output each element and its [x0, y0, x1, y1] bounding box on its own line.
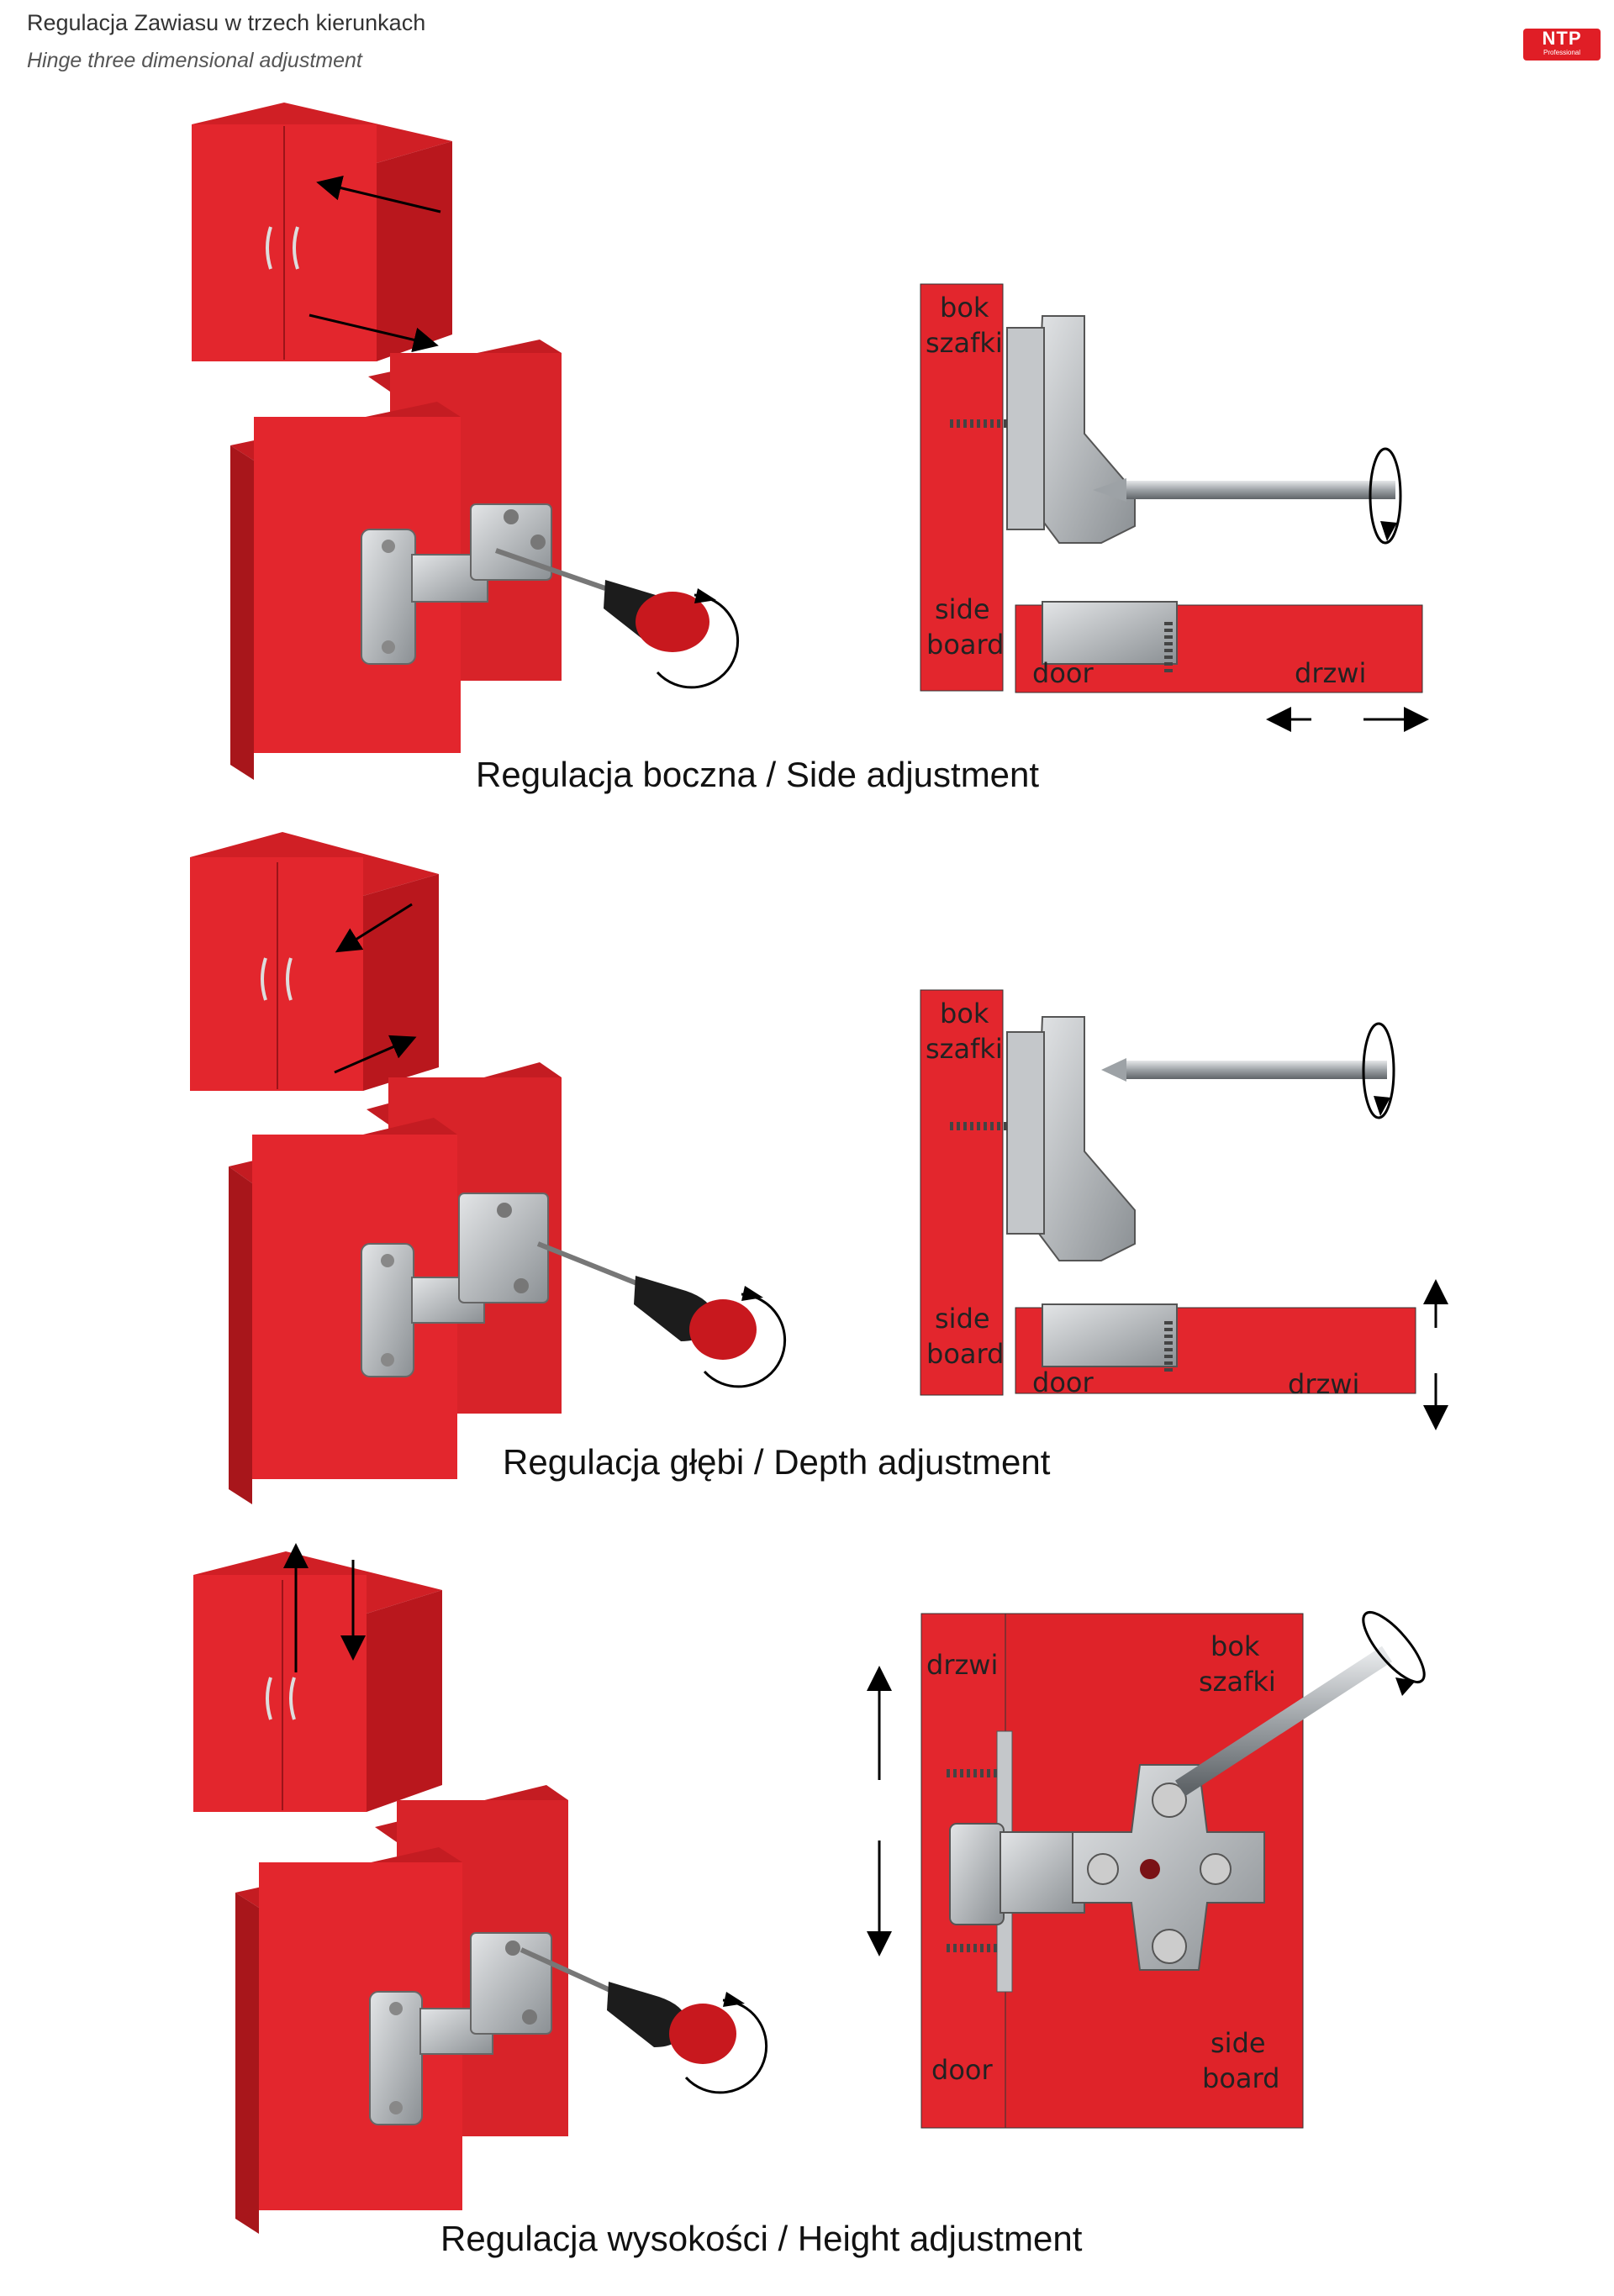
cabinet-illustration: [193, 1543, 442, 1812]
logo-subtext: Professional: [1543, 49, 1581, 56]
caption-side-adjustment: Regulacja boczna / Side adjustment: [476, 755, 1040, 794]
door-hinge-illustration: [230, 340, 740, 780]
label-board: board: [926, 1338, 1004, 1370]
label-side: side: [1210, 2027, 1266, 2059]
page-subtitle: Hinge three dimensional adjustment: [27, 49, 362, 72]
label-bok: bok: [1210, 1630, 1260, 1662]
door-hinge-illustration: [229, 1062, 787, 1504]
section-cross-view: bok szafki side board door drzwi: [920, 989, 1448, 1430]
label-szafki: szafki: [926, 327, 1003, 359]
caption-depth-adjustment: Regulacja głębi / Depth adjustment: [503, 1442, 1051, 1482]
section-cross-view: bok szafki side board door drzwi: [920, 283, 1429, 732]
logo-text: NTP: [1542, 28, 1582, 49]
label-drzwi: drzwi: [1288, 1368, 1359, 1400]
label-side: side: [935, 593, 990, 625]
label-drzwi: drzwi: [926, 1649, 998, 1681]
label-door: door: [1032, 657, 1094, 689]
label-side: side: [935, 1303, 990, 1335]
section-depth-adjustment: bok szafki side board door drzwi: [190, 832, 1448, 1504]
page-title: Regulacja Zawiasu w trzech kierunkach: [27, 10, 426, 35]
section-side-adjustment: bok szafki side board door drzwi: [192, 103, 1429, 780]
label-board: board: [926, 629, 1004, 661]
label-drzwi: drzwi: [1295, 657, 1366, 689]
label-board: board: [1202, 2062, 1279, 2094]
label-bok: bok: [940, 292, 989, 324]
door-hinge-illustration: [235, 1785, 768, 2234]
ntp-logo: NTP Professional: [1523, 29, 1601, 61]
cabinet-illustration: [192, 103, 452, 361]
caption-height-adjustment: Regulacja wysokości / Height adjustment: [440, 2219, 1083, 2258]
label-szafki: szafki: [1199, 1666, 1276, 1698]
label-bok: bok: [940, 998, 989, 1030]
label-door: door: [931, 2054, 993, 2086]
section-height-adjustment: drzwi bok szafki side board door: [193, 1543, 1426, 2234]
label-szafki: szafki: [926, 1033, 1003, 1065]
section-top-view: drzwi bok szafki side board door: [867, 1611, 1426, 2129]
label-door: door: [1032, 1367, 1094, 1398]
cabinet-illustration: [190, 832, 439, 1091]
